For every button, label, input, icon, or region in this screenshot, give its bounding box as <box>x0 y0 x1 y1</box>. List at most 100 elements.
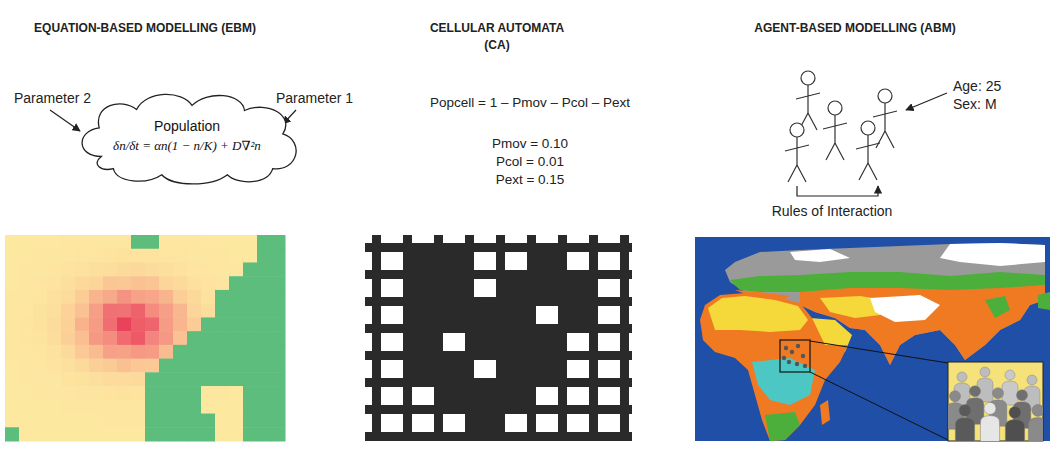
heat-cell <box>173 386 188 400</box>
heat-cell <box>61 290 76 304</box>
heat-cell <box>187 317 202 331</box>
person-head <box>980 367 990 377</box>
heat-cell <box>145 290 160 304</box>
heat-cell <box>201 359 216 373</box>
heat-cell <box>33 262 48 276</box>
heat-cell <box>61 235 76 249</box>
heat-cell <box>89 235 104 249</box>
section-heading: AGENT-BASED MODELLING (ABM) <box>753 20 958 37</box>
heat-cell <box>89 414 104 428</box>
heat-cell <box>47 304 62 318</box>
heat-cell <box>19 262 34 276</box>
agent-dot <box>803 364 807 368</box>
land-region <box>870 295 940 322</box>
heat-cell <box>187 400 202 414</box>
heat-cell <box>215 317 230 331</box>
node-title: Population <box>154 117 220 136</box>
heat-cell <box>229 386 244 400</box>
heat-cell <box>229 427 244 441</box>
heat-cell <box>75 290 90 304</box>
person-body <box>955 418 974 441</box>
grid-line <box>434 235 443 441</box>
grid-line <box>465 235 474 441</box>
zoom-line <box>810 341 948 363</box>
heat-cell <box>271 331 286 345</box>
heat-cell <box>61 331 76 345</box>
heat-cell <box>145 304 160 318</box>
heat-cell <box>201 276 216 290</box>
heat-cell <box>187 262 202 276</box>
heat-cell <box>187 235 202 249</box>
agent-dot <box>801 354 805 358</box>
heat-cell <box>257 235 272 249</box>
heat-cell <box>117 427 132 441</box>
heat-cell <box>47 427 62 441</box>
heat-cell <box>117 276 132 290</box>
heat-cell <box>103 359 118 373</box>
person-head <box>970 386 981 397</box>
heat-cell <box>257 262 272 276</box>
heat-cell <box>243 427 258 441</box>
automata-grid <box>365 235 632 441</box>
land-region <box>752 358 815 405</box>
figure-body <box>873 103 897 148</box>
heat-cell <box>201 400 216 414</box>
grid-line <box>527 235 536 441</box>
crowd <box>948 367 1043 441</box>
person-silhouette <box>1028 404 1043 441</box>
heat-cell <box>243 386 258 400</box>
probability-value: Pmov = 0.10 <box>492 136 568 152</box>
heat-cell <box>201 427 216 441</box>
heat-cell <box>229 345 244 359</box>
heat-cell <box>5 386 20 400</box>
cloud-node: Populationδn/δt = αn(1 − n/K) + D∇²n <box>71 85 303 187</box>
heat-cell <box>33 372 48 386</box>
heat-cell <box>173 249 188 263</box>
heat-cell <box>33 400 48 414</box>
heat-cell <box>229 414 244 428</box>
heat-cell <box>257 414 272 428</box>
person-silhouette <box>955 404 974 441</box>
heat-cell <box>187 249 202 263</box>
heat-cell <box>19 372 34 386</box>
heat-cell <box>145 262 160 276</box>
heat-cell <box>19 359 34 373</box>
heat-cell <box>215 249 230 263</box>
heat-cell <box>117 386 132 400</box>
zoom-line <box>810 372 948 440</box>
heat-cell <box>173 262 188 276</box>
heat-cell <box>103 249 118 263</box>
rule-equation: Popcell = 1 – Pmov – Pcol – Pext <box>430 95 630 111</box>
heat-cell <box>103 427 118 441</box>
heat-cell <box>173 400 188 414</box>
heat-cell <box>215 414 230 428</box>
heat-cell <box>145 317 160 331</box>
heat-cell <box>257 427 272 441</box>
heat-cell <box>173 276 188 290</box>
heat-cell <box>173 359 188 373</box>
heat-cell <box>243 304 258 318</box>
heat-cell <box>19 290 34 304</box>
parameter-label: Parameter 1 <box>276 90 353 107</box>
heat-cell <box>19 317 34 331</box>
heat-cell <box>271 359 286 373</box>
heat-cell <box>131 317 146 331</box>
heat-cell <box>229 249 244 263</box>
heat-cell <box>75 372 90 386</box>
heat-cell <box>145 400 160 414</box>
heat-cell <box>271 317 286 331</box>
heat-cell <box>131 290 146 304</box>
heat-cell <box>89 290 104 304</box>
heat-cell <box>257 386 272 400</box>
heat-cell <box>229 276 244 290</box>
heat-cell <box>187 290 202 304</box>
person-silhouette <box>977 367 993 402</box>
heat-cell <box>117 317 132 331</box>
heat-cell <box>61 262 76 276</box>
heat-cell <box>47 359 62 373</box>
section-heading: EQUATION-BASED MODELLING (EBM) <box>31 20 259 37</box>
heat-cell <box>33 427 48 441</box>
heat-cell <box>19 386 34 400</box>
heat-cell <box>271 400 286 414</box>
heat-cell <box>61 304 76 318</box>
